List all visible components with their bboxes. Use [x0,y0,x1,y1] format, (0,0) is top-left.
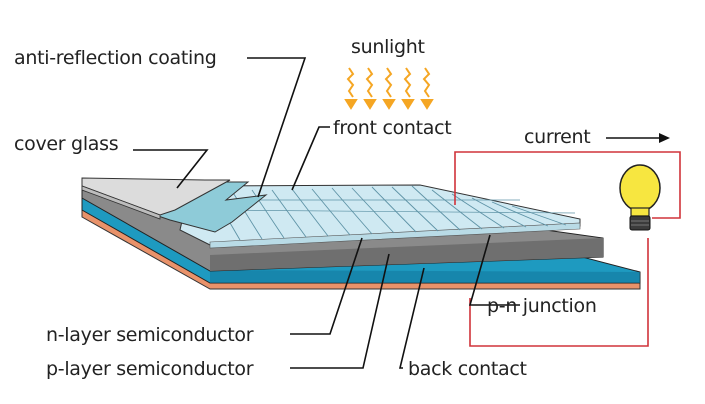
front-contact-grid-lines [200,185,576,241]
anti-reflection-coating-label: anti-reflection coating [14,47,217,69]
sunlight-label: sunlight [351,36,425,58]
front-contact-label: front contact [333,117,451,139]
cover-glass-leader [133,149,209,189]
back-contact-label: back contact [408,358,527,380]
circuit-wire [454,151,681,347]
cover-glass-label: cover glass [14,133,118,155]
current-arrow-icon [606,133,670,143]
cover-glass-layer [81,177,231,220]
p-n-junction-label: p-n junction [487,295,597,317]
front-contact-leader [291,126,330,191]
sunlight-rays-icon [344,67,434,110]
n-layer-semiconductor-label: n-layer semiconductor [46,324,254,346]
p-n-junction-leader [468,234,520,306]
p-layer-leader [290,253,390,369]
anti-reflection-coating-leader [247,57,307,198]
n-layer-leader [290,237,363,335]
back-contact-leader [398,267,425,369]
leader-lines [133,57,520,369]
light-bulb-icon [619,164,661,231]
front-contact-layer [179,184,581,249]
current-label: current [524,126,590,148]
p-layer-semiconductor-label: p-layer semiconductor [46,358,254,380]
